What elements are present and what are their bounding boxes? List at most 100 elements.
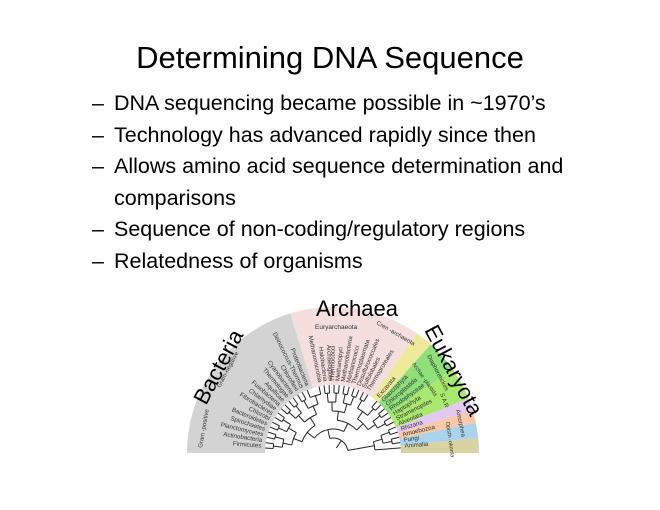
tree-branch [306, 432, 315, 439]
tree-branch [355, 389, 360, 398]
bullet-dash: – [92, 217, 104, 241]
tree-branch [359, 398, 365, 402]
bacteria-wedge [187, 313, 314, 453]
tree-branch [365, 445, 375, 448]
tree-branch [378, 408, 385, 415]
tree-branch [282, 442, 292, 446]
tree-branch [357, 407, 368, 416]
tree-branch [292, 397, 299, 405]
tree-branch [347, 448, 357, 451]
bullet-item: –DNA sequencing became possible in ~1970… [92, 88, 584, 120]
tree-branch [346, 386, 350, 395]
tree-branch [298, 415, 305, 423]
archaea-group-label: Halobacteria [317, 347, 329, 383]
tree-branch [356, 423, 364, 431]
archaea-group-label: Methanopyri [335, 347, 345, 382]
tree-branch [374, 448, 384, 451]
tree-branch [383, 448, 393, 450]
tree-branch [272, 421, 280, 427]
tree-branch [382, 440, 392, 444]
tree-branch [288, 411, 296, 419]
tree-branch [287, 410, 291, 415]
tree-branch [386, 421, 394, 427]
bullet-text: Sequence of non-coding/regulatory region… [114, 217, 526, 241]
tree-branch [280, 408, 288, 415]
tree-branch [314, 395, 319, 405]
bullet-dash: – [92, 122, 104, 147]
tree-branch [337, 385, 340, 394]
archaea-group-label: Thermococci [329, 346, 337, 382]
tree-branch [359, 391, 364, 400]
bullet-item: –Sequence of non-coding/regulatory regio… [92, 214, 584, 246]
tree-branch [350, 396, 355, 406]
tree-branch [277, 412, 285, 419]
tree-branch [389, 431, 398, 436]
tree-branch [309, 417, 316, 426]
tree-branch [343, 423, 349, 432]
bullet-dash: – [92, 154, 104, 178]
tree-branch [392, 442, 401, 445]
tree-branch [357, 418, 369, 430]
bullet-text: Technology has advanced rapidly since th… [114, 122, 536, 147]
tree-branch [303, 400, 309, 409]
tree-branch [357, 411, 364, 420]
tree-branch [274, 417, 283, 423]
tree-branch [273, 445, 283, 448]
tree-branch [344, 403, 348, 413]
tree-branches [265, 385, 401, 451]
tree-branch [342, 385, 345, 394]
eukaryota-group-label: Animalia [404, 441, 429, 450]
bullet-item: –Technology has advanced rapidly since t… [92, 120, 584, 152]
bullet-item: –Allows amino acid sequence determinatio… [92, 151, 584, 214]
slide-title: Determining DNA Sequence [136, 40, 524, 75]
bullet-list: –DNA sequencing became possible in ~1970… [92, 88, 584, 277]
tree-branch [312, 405, 318, 415]
tree-branch [323, 385, 326, 394]
fungi-wedge [399, 422, 479, 446]
tree-branch [301, 392, 307, 400]
tree-branch [291, 432, 297, 446]
tree-branch [281, 417, 285, 422]
tree-branch [367, 408, 374, 416]
tree-branch [377, 423, 386, 429]
archaea-group-label: Archaeoglobi [325, 345, 334, 381]
archaeplastida-wedge [378, 344, 453, 414]
tree-branch [374, 404, 382, 411]
tree-branch [381, 412, 389, 419]
animalia-wedge [400, 437, 479, 453]
tree-branch [357, 400, 363, 409]
tree-branch [265, 447, 274, 450]
tree-branch [371, 406, 376, 411]
tree-branch [326, 393, 329, 403]
tree-branch [327, 429, 331, 439]
archaea-wedge [290, 307, 417, 398]
tree-branch [387, 429, 391, 435]
sublabel-sar: S A R [438, 393, 449, 410]
tree-branch [268, 431, 277, 436]
tree-branch [266, 436, 275, 440]
amoebozoa-wedge [398, 410, 476, 439]
sar-wedge [388, 369, 469, 428]
tree-branch [342, 394, 346, 404]
tree-branch [343, 402, 351, 406]
bullet-item: –Relatedness of organisms [92, 246, 584, 278]
bullet-text: Relatedness of organisms [114, 248, 363, 273]
tree-branch [372, 441, 376, 450]
rhizaria-wedge [396, 398, 473, 434]
tree-branch [380, 431, 390, 436]
tree-branch [371, 400, 378, 408]
tree-branch [297, 394, 303, 403]
tree-branch [278, 427, 287, 433]
tree-branch [335, 440, 342, 449]
tree-of-life-figure: FirmicutesActinobacteriaPlanctomycetesSp… [187, 296, 480, 458]
tree-branch [293, 438, 303, 443]
bacteria-group-label: Firmicutes [233, 441, 262, 450]
tree-branch [288, 427, 297, 433]
domain-wedges [187, 307, 479, 453]
sublabel-euryarchaeota: Euryarchaeota [315, 324, 358, 331]
tree-branch [363, 394, 369, 402]
tree-branch [307, 403, 319, 409]
tree-branch [318, 386, 322, 395]
tree-branch [391, 436, 400, 440]
bullet-dash: – [92, 248, 104, 273]
